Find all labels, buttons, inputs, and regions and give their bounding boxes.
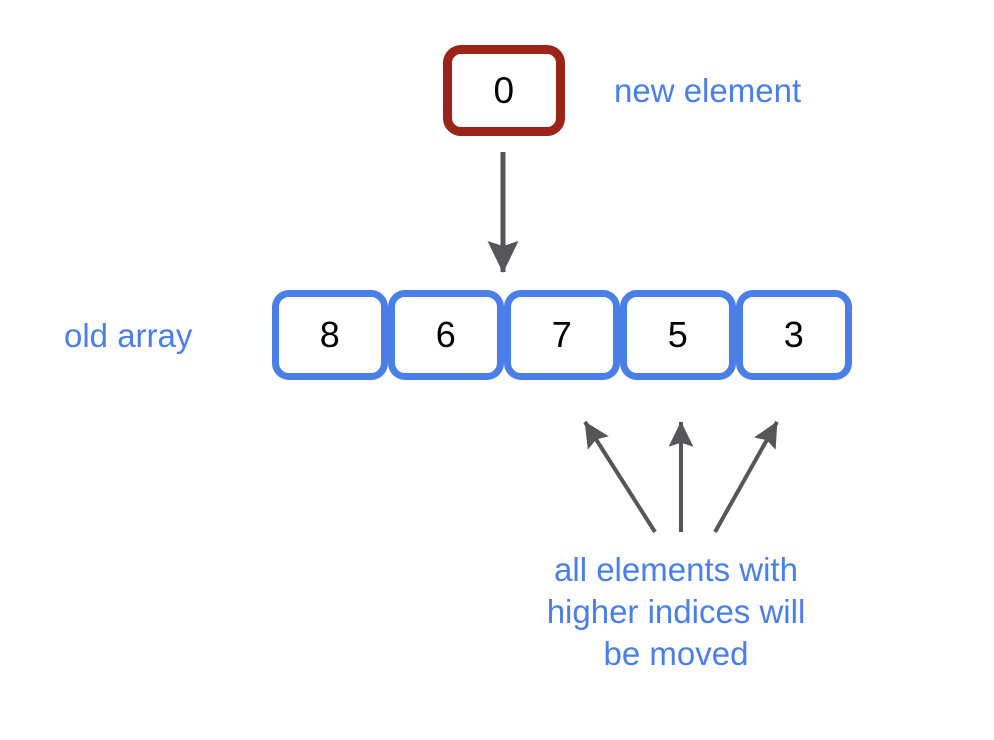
array-cell-value-3: 5 [667, 314, 689, 355]
old-array-label: old array [64, 317, 193, 354]
shift-caption-line-2: higher indices will [546, 593, 806, 631]
array-cell-value-4: 3 [783, 314, 805, 355]
shift-caption-line-1: all elements with [554, 551, 798, 588]
new-element-value: 0 [493, 70, 515, 111]
array-cell-value-0: 8 [319, 314, 341, 355]
old-array-row: 8 6 7 5 3 [272, 290, 852, 380]
shift-caption-line-3: be moved [603, 635, 749, 673]
array-cell-2[interactable]: 7 [504, 290, 620, 380]
array-cell-value-1: 6 [435, 314, 457, 355]
shift-caption: all elements with higher indices will be… [476, 549, 876, 676]
shift-arrow-left [583, 420, 657, 534]
array-cell-0[interactable]: 8 [272, 290, 388, 380]
shift-arrow-right [713, 421, 779, 533]
array-cell-3[interactable]: 5 [620, 290, 736, 380]
array-cell-value-2: 7 [551, 314, 573, 355]
new-element-box[interactable]: 0 [443, 45, 565, 136]
array-cell-1[interactable]: 6 [388, 290, 504, 380]
new-element-label: new element [614, 72, 802, 109]
array-cell-4[interactable]: 3 [736, 290, 852, 380]
